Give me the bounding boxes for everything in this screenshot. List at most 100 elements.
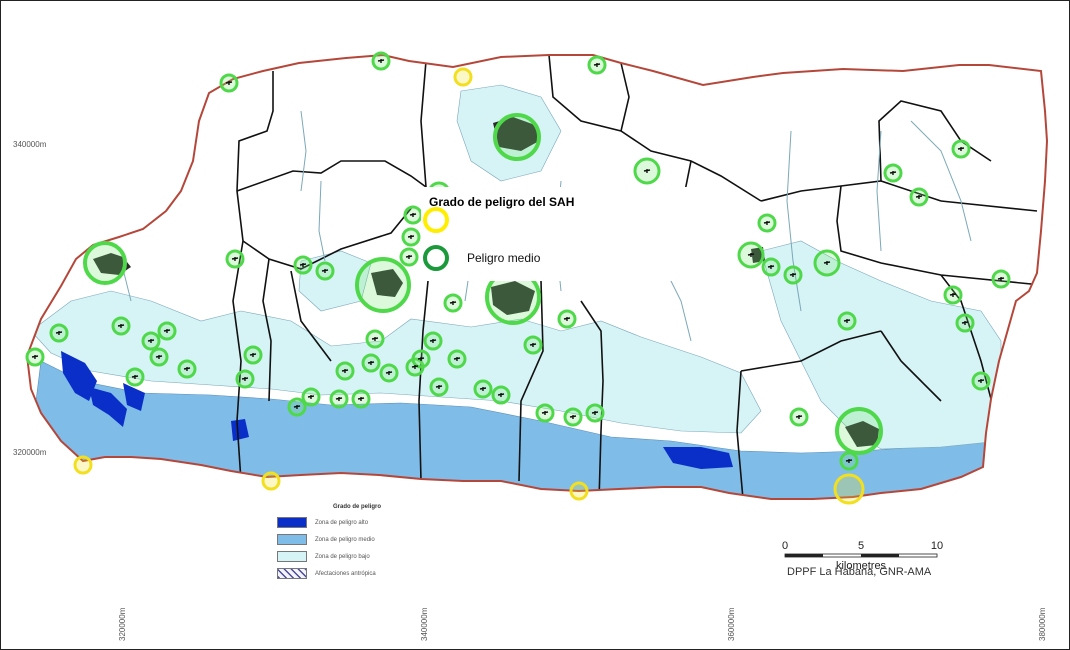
feature-mark bbox=[147, 339, 155, 343]
legend-label: Zona de peligro medio bbox=[315, 536, 375, 543]
feature-mark bbox=[31, 355, 39, 359]
feature-mark bbox=[371, 337, 379, 341]
feature-mark bbox=[767, 265, 775, 269]
sah-legend-label: Peligro medio bbox=[467, 251, 541, 265]
feature-mark bbox=[411, 365, 419, 369]
feature-mark bbox=[321, 269, 329, 273]
feature-mark bbox=[789, 273, 797, 277]
feature-mark bbox=[845, 459, 853, 463]
feature-mark bbox=[763, 221, 771, 225]
high-hazard-zone-1 bbox=[61, 351, 97, 401]
feature-mark bbox=[293, 405, 301, 409]
sah-legend-title: Grado de peligro del SAH bbox=[429, 195, 575, 209]
anthropic-hatch-swatch bbox=[277, 568, 307, 579]
feature-mark bbox=[563, 317, 571, 321]
high-hazard-swatch bbox=[277, 517, 307, 528]
feature-mark bbox=[335, 397, 343, 401]
hazard-ring-icon bbox=[355, 257, 411, 313]
feature-mark bbox=[997, 277, 1005, 281]
hazard-ring-icon bbox=[493, 113, 541, 161]
scale-bar: 0 5 10 kilometres bbox=[782, 540, 943, 572]
hazard-ring-icon bbox=[453, 67, 473, 87]
low-hazard-zone-west bbox=[30, 290, 762, 434]
feature-mark bbox=[569, 415, 577, 419]
feature-mark bbox=[131, 375, 139, 379]
legend-item: Zona de peligro medio bbox=[277, 531, 437, 548]
hazard-ring-icon bbox=[73, 455, 93, 475]
feature-mark bbox=[249, 353, 257, 357]
feature-mark bbox=[435, 385, 443, 389]
feature-mark bbox=[55, 331, 63, 335]
legend-label: Zona de peligro alto bbox=[315, 519, 369, 526]
hazard-grade-legend-title: Grado de peligro bbox=[332, 504, 381, 510]
hazard-ring-icon bbox=[261, 471, 281, 491]
feature-mark bbox=[183, 367, 191, 371]
legend-item: Zona de peligro alto bbox=[277, 514, 437, 531]
feature-mark bbox=[367, 361, 375, 365]
high-hazard-zone-2 bbox=[89, 387, 127, 427]
feature-mark bbox=[823, 261, 831, 265]
sah-legend: Grado de peligro del SAH Peligro medio bbox=[421, 187, 691, 281]
feature-mark bbox=[593, 63, 601, 67]
scale-tick-5: 5 bbox=[858, 540, 864, 552]
feature-mark bbox=[225, 81, 233, 85]
feature-mark bbox=[163, 329, 171, 333]
sah-legend-item-green: Peligro medio bbox=[423, 245, 540, 271]
feature-mark bbox=[357, 397, 365, 401]
hazard-ring-icon bbox=[83, 241, 127, 285]
low-hazard-swatch bbox=[277, 551, 307, 562]
feature-mark bbox=[949, 293, 957, 297]
feature-mark bbox=[795, 415, 803, 419]
feature-mark bbox=[117, 324, 125, 328]
sah-legend-item-yellow bbox=[423, 207, 467, 233]
hazard-ring-icon bbox=[569, 481, 589, 501]
medium-hazard-swatch bbox=[277, 534, 307, 545]
scale-tick-0: 0 bbox=[782, 540, 788, 552]
feature-mark bbox=[957, 147, 965, 151]
feature-mark bbox=[377, 59, 385, 63]
feature-mark bbox=[497, 393, 505, 397]
high-hazard-zone-5 bbox=[663, 447, 733, 469]
legend-item: Zona de peligro bajo bbox=[277, 548, 437, 565]
feature-mark bbox=[429, 339, 437, 343]
feature-mark bbox=[747, 253, 755, 257]
feature-mark bbox=[231, 257, 239, 261]
feature-mark bbox=[299, 263, 307, 267]
feature-mark bbox=[407, 235, 415, 239]
map-credit: DPPF La Habana, GNR-AMA bbox=[787, 566, 932, 578]
high-hazard-zone-3 bbox=[123, 383, 145, 411]
hazard-ring-icon bbox=[835, 407, 883, 455]
feature-mark bbox=[453, 357, 461, 361]
grid-label-y-340000: 340000m bbox=[13, 140, 47, 149]
grid-label-x-340000: 340000m bbox=[420, 607, 429, 641]
legend-item: Afectaciones antrópica bbox=[277, 565, 437, 582]
yellow-ring-icon bbox=[423, 207, 449, 233]
feature-mark bbox=[889, 171, 897, 175]
feature-mark bbox=[417, 357, 425, 361]
feature-mark bbox=[591, 411, 599, 415]
feature-mark bbox=[341, 369, 349, 373]
feature-mark bbox=[961, 321, 969, 325]
feature-mark bbox=[409, 213, 417, 217]
scale-tick-10: 10 bbox=[931, 540, 943, 552]
legend-label: Afectaciones antrópica bbox=[315, 570, 376, 577]
feature-mark bbox=[155, 355, 163, 359]
feature-mark bbox=[541, 411, 549, 415]
hazard-grade-legend: Grado de peligro Zona de peligro alto Zo… bbox=[277, 504, 437, 582]
feature-mark bbox=[915, 195, 923, 199]
scale-unit: kilometres bbox=[836, 560, 887, 572]
feature-mark bbox=[479, 387, 487, 391]
feature-mark bbox=[449, 301, 457, 305]
hazard-ring-icon bbox=[833, 473, 865, 505]
feature-mark bbox=[529, 343, 537, 347]
feature-mark bbox=[307, 395, 315, 399]
green-ring-icon bbox=[423, 245, 449, 271]
feature-mark bbox=[843, 319, 851, 323]
feature-mark bbox=[241, 377, 249, 381]
urban-areas bbox=[93, 117, 879, 447]
grid-label-y-320000: 320000m bbox=[13, 448, 47, 457]
feature-mark bbox=[977, 379, 985, 383]
grid-label-x-320000: 320000m bbox=[118, 607, 127, 641]
